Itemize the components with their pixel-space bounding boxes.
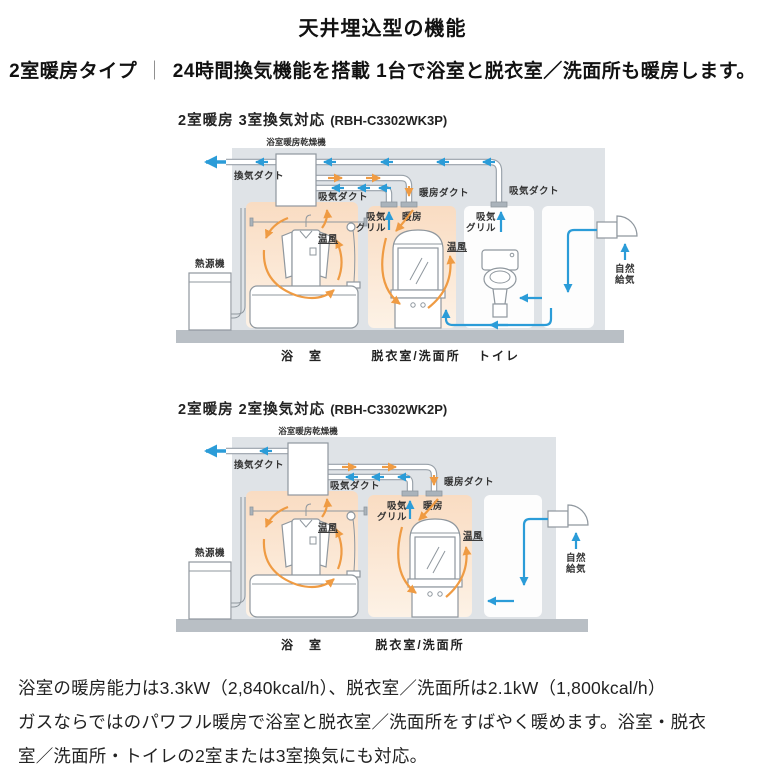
natural-supply-label-1: 自然 [615, 263, 635, 275]
toilet-grill-label-1: 吸気 [476, 211, 496, 223]
warm-air-dress-label: 温風 [463, 530, 483, 542]
heater-dryer-label: 浴室暖房乾燥機 [266, 137, 326, 147]
dressing-airflow [397, 498, 472, 598]
diagram2-title: 2室暖房 2室換気対応 (RBH-C3302WK2P) [178, 402, 448, 418]
diagram1-model: (RBH-C3302WK3P) [330, 113, 448, 128]
corridor-airflow [441, 228, 597, 330]
intake-duct-label: 吸気ダクト [318, 191, 368, 203]
diagram1-title: 2室暖房 3室換気対応 (RBH-C3302WK3P) [178, 113, 448, 129]
heater-dryer-label: 浴室暖房乾燥機 [278, 426, 338, 436]
natural-supply-label-2: 給気 [566, 563, 586, 575]
footer-text: 浴室の暖房能力は3.3kW（2,840kcal/h）、脱衣室／洗面所は2.1kW… [18, 678, 707, 766]
natural-supply-vent-icon [596, 215, 638, 239]
shower-icon [346, 222, 361, 289]
intake-grill-terminal [401, 490, 419, 497]
bathroom-heater-dryer-unit [275, 153, 317, 207]
intake-grill-terminal [380, 201, 398, 208]
bathtub-icon [249, 285, 359, 329]
natural-supply-vent-icon [547, 504, 589, 528]
bathroom-heater-dryer-unit [287, 442, 329, 496]
toilet-icon [481, 249, 519, 318]
diagram1-svg: 熱源機 浴室暖房乾燥機 [176, 137, 638, 363]
room-label-toilet: トイレ [478, 349, 520, 363]
subtitle: 2室暖房タイプ ｜ 24時間換気機能を搭載 1台で浴室と脱衣室／洗面所も暖房します。 [0, 56, 765, 83]
heat-source-label: 熱源機 [195, 258, 225, 270]
exhaust-duct-label: 換気ダクト [234, 459, 284, 471]
exhaust-duct-label: 換気ダクト [234, 170, 284, 182]
heat-source-unit-icon [188, 497, 246, 620]
warm-air-dress-label: 温風 [447, 241, 467, 253]
subtitle-left: 2室暖房タイプ [9, 61, 138, 82]
vanity-icon [407, 518, 463, 618]
toilet-grill-label-2: グリル [466, 222, 496, 234]
heating-label: 暖房 [402, 211, 422, 223]
diagram2-svg: 熱源機 浴室暖房乾燥機 換気ダクト 吸気ダクト 暖房ダクト 吸 [176, 426, 589, 652]
bathroom-icons [249, 209, 368, 329]
diagram1: 熱源機 浴室暖房乾燥機 [170, 132, 765, 372]
floor [176, 330, 624, 343]
heat-source-unit-icon [188, 208, 246, 331]
bathroom-icons [249, 498, 368, 618]
subtitle-separator: ｜ [149, 61, 161, 82]
room-label-bath: 浴 室 [281, 637, 323, 652]
heat-source-label: 熱源機 [195, 547, 225, 559]
airflow-arrows [204, 155, 506, 232]
intake-grill-label-1: 吸気 [366, 211, 386, 223]
intake-grill-label-2: グリル [356, 222, 386, 234]
shirt-icon [281, 214, 331, 291]
airflow-arrows [204, 444, 439, 519]
toilet-grill-terminal [490, 201, 508, 208]
vanity-icon [390, 229, 446, 329]
heating-duct-label: 暖房ダクト [444, 476, 494, 488]
diagram2-model: (RBH-C3302WK2P) [330, 402, 448, 417]
intake-duct-label: 吸気ダクト [330, 480, 380, 492]
corridor-airflow [487, 517, 548, 606]
heating-duct-label: 暖房ダクト [419, 187, 469, 199]
intake-grill-label-2: グリル [377, 511, 407, 523]
page-title: 天井埋込型の機能 [298, 18, 467, 40]
heating-terminal [400, 201, 418, 208]
warm-air-bath-label: 温風 [318, 522, 338, 534]
subtitle-right: 24時間換気機能を搭載 1台で浴室と脱衣室／洗面所も暖房します。 [172, 61, 756, 82]
heating-terminal [425, 490, 443, 497]
shirt-icon [281, 503, 331, 580]
warm-air-bath-label: 温風 [318, 233, 338, 245]
intake-grill-label-1: 吸気 [387, 500, 407, 512]
bathtub-icon [249, 574, 359, 618]
room-label-dressing: 脱衣室/洗面所 [371, 348, 460, 363]
corridor-area [484, 495, 542, 617]
natural-supply-label-1: 自然 [566, 552, 586, 564]
dressing-airflow [381, 209, 456, 309]
floor [176, 619, 588, 632]
toilet-intake-duct-label: 吸気ダクト [509, 185, 559, 197]
room-label-bath: 浴 室 [281, 348, 323, 363]
room-label-dressing: 脱衣室/洗面所 [375, 637, 464, 652]
natural-supply-label-2: 給気 [615, 274, 635, 286]
diagram2: 熱源機 浴室暖房乾燥機 換気ダクト 吸気ダクト 暖房ダクト 吸 [170, 421, 765, 661]
